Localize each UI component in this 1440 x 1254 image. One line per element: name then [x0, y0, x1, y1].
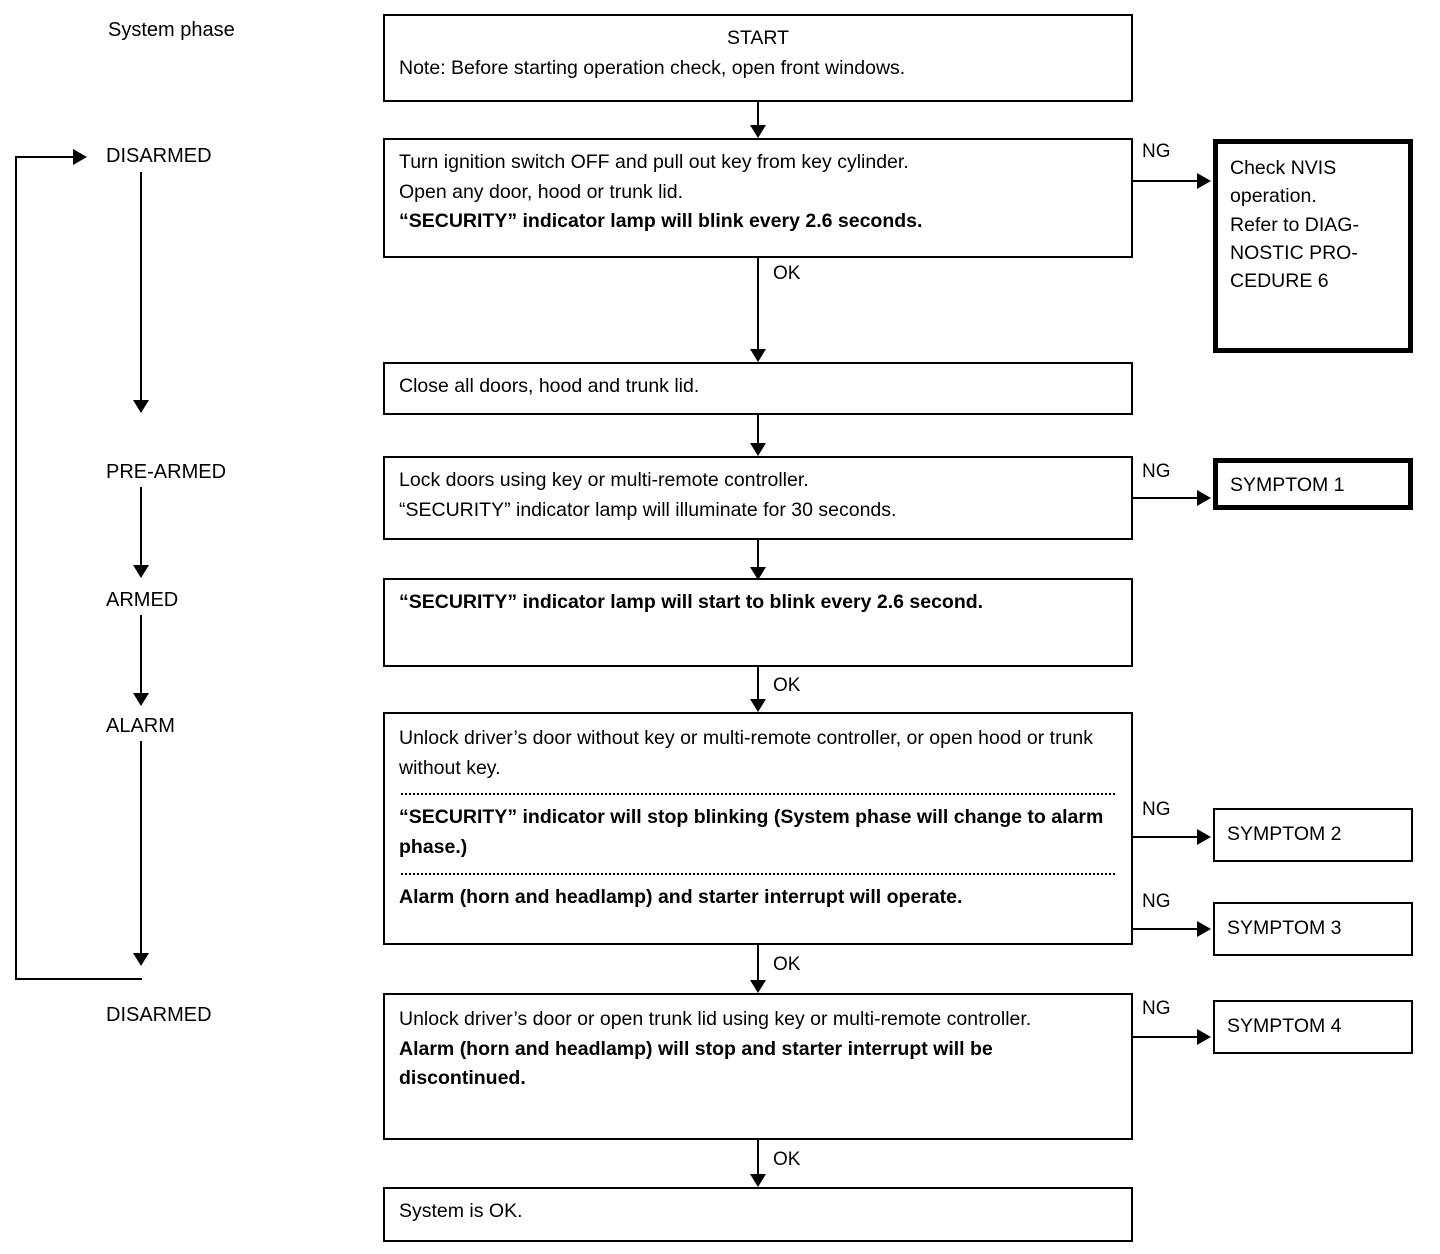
arrowhead-alarm-stop — [750, 980, 766, 993]
phase-connector-armed-to-alarm — [140, 615, 142, 693]
ng-arrowhead-5 — [1197, 1029, 1211, 1045]
ok-label-1: OK — [773, 263, 801, 284]
dotted-separator-2 — [401, 872, 1115, 875]
ok-label-3: OK — [773, 954, 801, 975]
disarmed-check-line1: Turn ignition switch OFF and pull out ke… — [399, 151, 909, 173]
ng-arrowhead-3 — [1197, 829, 1211, 845]
phase-label-pre-armed: PRE-ARMED — [106, 461, 227, 483]
start-note: Note: Before starting operation check, o… — [399, 56, 906, 79]
symptom-4-label: SYMPTOM 4 — [1227, 1015, 1342, 1037]
nvis-line3: Refer to DIAG- — [1230, 213, 1359, 236]
ng-connector-4 — [1133, 928, 1199, 930]
step-box-alarm-trigger: Unlock driver’s door without key or mult… — [383, 712, 1133, 945]
system-ok-line1: System is OK. — [399, 1200, 523, 1222]
system-phase-column-header: System phase — [108, 19, 235, 41]
arrowhead-system-ok — [750, 1174, 766, 1187]
ng-label-4: NG — [1142, 891, 1171, 912]
arrowhead-lock-doors — [750, 443, 766, 456]
phase-arrowhead-alarm — [133, 693, 149, 706]
outcome-box-symptom-1: SYMPTOM 1 — [1213, 458, 1413, 510]
phase-arrowhead-disarmed-bottom — [133, 953, 149, 966]
phase-loop-top-segment — [15, 156, 75, 158]
ng-arrowhead-2 — [1197, 490, 1211, 506]
alarm-trigger-line2: “SECURITY” indicator will stop blinking … — [399, 806, 1104, 858]
ng-label-1: NG — [1142, 141, 1171, 162]
alarm-stop-line1: Unlock driver’s door or open trunk lid u… — [399, 1008, 1032, 1030]
ok-label-2: OK — [773, 675, 801, 696]
symptom-1-label: SYMPTOM 1 — [1230, 474, 1345, 496]
phase-label-disarmed-top: DISARMED — [106, 145, 212, 167]
arrowhead-alarm-trigger — [750, 699, 766, 712]
step-box-disarmed-check: Turn ignition switch OFF and pull out ke… — [383, 138, 1133, 258]
ng-connector-2 — [1133, 497, 1199, 499]
nvis-line4: NOSTIC PRO- — [1230, 241, 1358, 264]
nvis-line5: CEDURE 6 — [1230, 270, 1329, 293]
phase-loop-bottom-segment — [15, 978, 142, 980]
ng-connector-5 — [1133, 1036, 1199, 1038]
connector-armed-to-alarm-trigger — [757, 667, 759, 699]
arrowhead-close-all — [750, 349, 766, 362]
connector-close-to-lock — [757, 415, 759, 443]
phase-loop-arrowhead — [73, 149, 87, 165]
ok-label-4: OK — [773, 1149, 801, 1170]
nvis-line1: Check NVIS — [1230, 157, 1337, 179]
nvis-line2: operation. — [1230, 185, 1317, 208]
step-box-close-all: Close all doors, hood and trunk lid. — [383, 362, 1133, 415]
connector-alarm-stop-to-system-ok — [757, 1140, 759, 1174]
phase-arrowhead-prearmed — [133, 400, 149, 413]
arrowhead-disarmed-check — [750, 125, 766, 138]
ng-connector-1 — [1133, 180, 1199, 182]
outcome-box-check-nvis: Check NVIS operation. Refer to DIAG- NOS… — [1213, 139, 1413, 353]
arrowhead-armed-blink — [750, 567, 766, 580]
phase-connector-prearmed-to-armed — [140, 487, 142, 565]
connector-alarm-to-alarm-stop — [757, 945, 759, 980]
close-all-line1: Close all doors, hood and trunk lid. — [399, 375, 700, 397]
alarm-stop-line2: Alarm (horn and headlamp) will stop and … — [399, 1037, 993, 1090]
ng-connector-3 — [1133, 836, 1199, 838]
step-box-start: START Note: Before starting operation ch… — [383, 14, 1133, 102]
dotted-separator-1 — [401, 793, 1115, 796]
lock-doors-line1: Lock doors using key or multi-remote con… — [399, 469, 809, 491]
armed-blink-line1: “SECURITY” indicator lamp will start to … — [399, 591, 984, 613]
connector-lock-to-armed — [757, 540, 759, 567]
connector-start-to-disarmed-check — [757, 102, 759, 125]
ng-arrowhead-4 — [1197, 921, 1211, 937]
lock-doors-line2: “SECURITY” indicator lamp will illuminat… — [399, 498, 897, 521]
ng-label-5: NG — [1142, 998, 1171, 1019]
connector-disarmed-check-to-close — [757, 258, 759, 349]
ng-arrowhead-1 — [1197, 173, 1211, 189]
outcome-box-symptom-3: SYMPTOM 3 — [1213, 902, 1413, 956]
disarmed-check-line3: “SECURITY” indicator lamp will blink eve… — [399, 210, 923, 233]
symptom-2-label: SYMPTOM 2 — [1227, 823, 1342, 845]
ng-label-2: NG — [1142, 461, 1171, 482]
ng-label-3: NG — [1142, 799, 1171, 820]
step-box-lock-doors: Lock doors using key or multi-remote con… — [383, 456, 1133, 540]
phase-arrowhead-armed — [133, 565, 149, 578]
phase-label-alarm: ALARM — [106, 715, 175, 737]
start-title: START — [726, 27, 790, 49]
phase-connector-disarmed-to-prearmed — [140, 172, 142, 400]
symptom-3-label: SYMPTOM 3 — [1227, 917, 1342, 939]
step-box-armed-blink: “SECURITY” indicator lamp will start to … — [383, 578, 1133, 667]
outcome-box-symptom-2: SYMPTOM 2 — [1213, 808, 1413, 862]
disarmed-check-line2: Open any door, hood or trunk lid. — [399, 180, 684, 203]
alarm-trigger-line1: Unlock driver’s door without key or mult… — [399, 727, 1094, 779]
alarm-trigger-line3: Alarm (horn and headlamp) and starter in… — [399, 885, 963, 908]
phase-label-armed: ARMED — [106, 589, 179, 611]
step-box-alarm-stop: Unlock driver’s door or open trunk lid u… — [383, 993, 1133, 1140]
outcome-box-symptom-4: SYMPTOM 4 — [1213, 1000, 1413, 1054]
phase-label-disarmed-bottom: DISARMED — [106, 1004, 212, 1026]
phase-loop-left-segment — [15, 156, 17, 980]
phase-connector-alarm-to-disarmed — [140, 741, 142, 953]
step-box-system-ok: System is OK. — [383, 1187, 1133, 1242]
